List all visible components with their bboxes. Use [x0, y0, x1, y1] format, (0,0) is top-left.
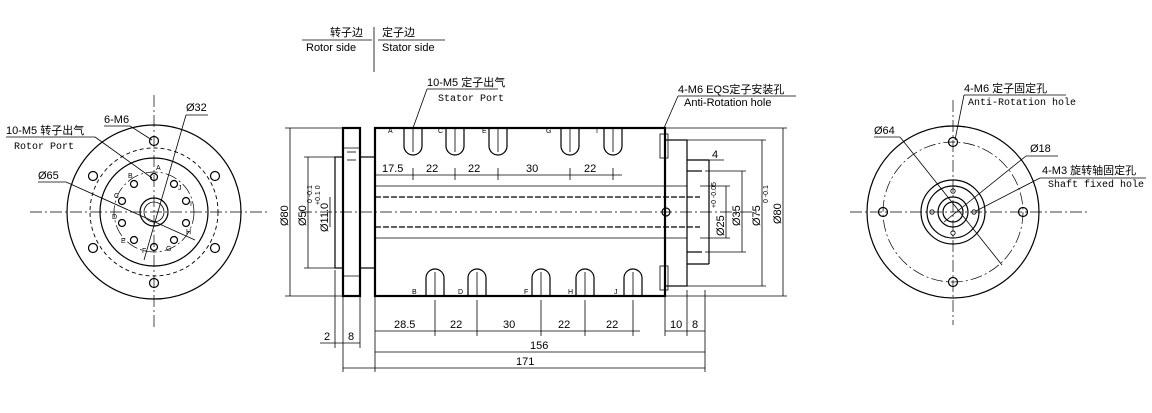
stator-ports-top	[403, 128, 669, 159]
stator-ports-bottom	[425, 265, 669, 296]
svg-text:Ø80: Ø80	[772, 203, 784, 224]
legend-rotor-cn: 转子边	[330, 25, 363, 39]
anti-rotation-callout: 4-M6 EQS定子安装孔	[678, 82, 784, 96]
svg-text:C: C	[438, 128, 443, 135]
svg-text:8: 8	[348, 331, 354, 343]
top-dimensions: 17.5 22 22 30 22	[375, 163, 622, 180]
svg-text:A: A	[156, 165, 161, 172]
svg-text:D: D	[458, 289, 463, 296]
shaft-callout: 4-M3 旋转轴固定孔	[1042, 163, 1136, 177]
svg-text:Ø25: Ø25	[715, 215, 727, 236]
svg-text:0 -0.1: 0 -0.1	[763, 185, 770, 203]
dim-171: 171	[516, 356, 534, 368]
left-end-view: A B C D E F G H I J 10-M5 转子出气 Rotor Por…	[6, 95, 270, 330]
svg-text:30: 30	[526, 163, 538, 175]
stator-holes-callout-en: Anti-Rotation hole	[968, 97, 1076, 109]
svg-text:F: F	[142, 248, 146, 255]
svg-text:J: J	[614, 289, 618, 296]
dim-4: 4	[712, 149, 718, 161]
stator-flange-outer	[866, 125, 1040, 299]
stator-dia-18: Ø18	[1030, 143, 1051, 155]
dim-156: 156	[530, 340, 548, 352]
stator-m6-holes	[877, 136, 1029, 288]
svg-text:G: G	[546, 128, 551, 135]
svg-text:F: F	[524, 289, 528, 296]
svg-text:17.5: 17.5	[382, 163, 403, 175]
stator-holes-callout: 4-M6 定子固定孔	[964, 81, 1047, 95]
svg-text:22: 22	[426, 163, 438, 175]
svg-text:22: 22	[468, 163, 480, 175]
svg-text:Ø50: Ø50	[297, 205, 309, 226]
rotor-holes-callout: 6-M6	[104, 114, 129, 126]
svg-text:C: C	[114, 193, 119, 200]
svg-text:22: 22	[558, 319, 570, 331]
svg-text:J: J	[178, 185, 182, 192]
rotor-dia-32: Ø32	[186, 102, 207, 114]
section-view: A C E G I B D F H J 10-M5 定子	[279, 75, 796, 372]
svg-text:Ø35: Ø35	[731, 205, 743, 226]
stator-dia-64: Ø64	[874, 125, 895, 137]
svg-text:22: 22	[606, 319, 618, 331]
svg-text:H: H	[186, 229, 191, 236]
svg-text:H: H	[568, 289, 573, 296]
rotor-port-letters: A B C D E F G H I J	[112, 165, 192, 255]
rotor-flange-outer	[66, 124, 242, 300]
svg-text:D: D	[112, 214, 117, 221]
svg-text:Ø80: Ø80	[279, 205, 291, 226]
svg-text:Ø75: Ø75	[751, 205, 763, 226]
svg-text:22: 22	[450, 319, 462, 331]
svg-text:22: 22	[584, 163, 596, 175]
svg-text:+0.1 0: +0.1 0	[315, 185, 322, 205]
svg-text:I: I	[596, 128, 598, 135]
shaft-m3-holes	[929, 188, 977, 236]
svg-text:+0 -0.05: +0 -0.05	[711, 182, 718, 208]
legend-rotor-en: Rotor side	[306, 42, 356, 54]
svg-text:G: G	[166, 246, 171, 253]
svg-text:0 -0.1: 0 -0.1	[307, 185, 314, 203]
svg-text:8: 8	[692, 319, 698, 331]
diameter-dimensions: Ø80 Ø50 0 -0.1 Ø11.0 +0.1 0 Ø25 +0 -0.05…	[279, 127, 787, 297]
anti-rotation-callout-en: Anti-Rotation hole	[684, 97, 771, 109]
svg-text:E: E	[121, 238, 126, 245]
right-end-view: 4-M6 定子固定孔 Anti-Rotation hole Ø64 Ø18 4-…	[850, 81, 1146, 325]
shaft-callout-en: Shaft fixed hole	[1048, 179, 1144, 191]
rotor-hub	[99, 157, 209, 267]
rotor-dia-65: Ø65	[38, 170, 59, 182]
svg-text:I: I	[190, 201, 192, 208]
svg-text:2: 2	[324, 331, 330, 343]
svg-text:Ø11.0: Ø11.0	[319, 203, 331, 232]
stator-ports-bottom-letters: B D F H J	[412, 289, 618, 296]
stator-port-callout: 10-M5 定子出气	[427, 75, 505, 89]
svg-text:B: B	[412, 289, 417, 296]
svg-text:B: B	[128, 173, 133, 180]
stator-port-callout-en: Stator Port	[438, 94, 504, 105]
svg-text:28.5: 28.5	[394, 319, 415, 331]
stator-ports-top-letters: A C E G I	[388, 128, 598, 135]
svg-text:30: 30	[503, 319, 515, 331]
svg-text:E: E	[482, 128, 487, 135]
rotor-port-callout: 10-M5 转子出气	[6, 123, 84, 137]
rotor-m6-holes	[87, 135, 221, 289]
svg-text:A: A	[388, 128, 393, 135]
bottom-dimensions: 28.5 22 30 22 22 10 8 2 8 156 171 4	[320, 149, 724, 372]
rotor-port-callout-en: Rotor Port	[14, 142, 74, 153]
legend-stator-cn: 定子边	[382, 25, 415, 39]
svg-text:10: 10	[670, 319, 682, 331]
side-legend: 转子边 Rotor side 定子边 Stator side	[302, 25, 445, 72]
legend-stator-en: Stator side	[382, 42, 435, 54]
